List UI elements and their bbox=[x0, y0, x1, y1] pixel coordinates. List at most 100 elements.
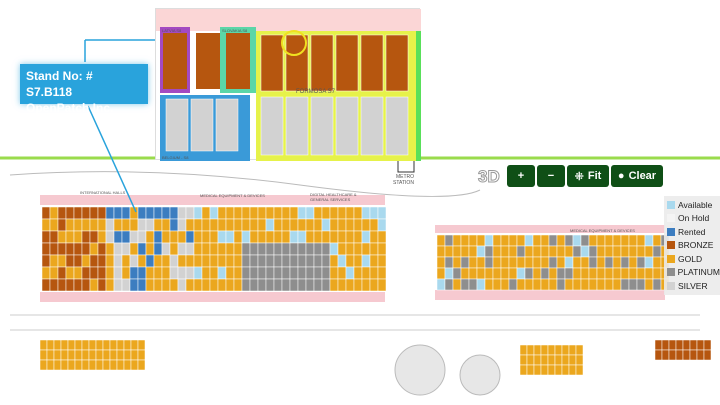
booth[interactable] bbox=[257, 242, 267, 256]
booth[interactable] bbox=[46, 349, 55, 361]
booth[interactable] bbox=[161, 254, 171, 268]
booth[interactable] bbox=[116, 349, 125, 361]
booth[interactable] bbox=[369, 242, 379, 256]
booth[interactable] bbox=[568, 364, 577, 376]
booth[interactable] bbox=[580, 278, 590, 291]
booth[interactable] bbox=[265, 218, 275, 232]
booth[interactable] bbox=[310, 96, 334, 156]
booth[interactable] bbox=[249, 206, 259, 220]
booth[interactable] bbox=[620, 245, 630, 258]
booth[interactable] bbox=[89, 218, 99, 232]
booth[interactable] bbox=[161, 266, 171, 280]
booth[interactable] bbox=[102, 339, 111, 351]
booth[interactable] bbox=[137, 242, 147, 256]
booth[interactable] bbox=[81, 230, 91, 244]
booth[interactable] bbox=[661, 339, 670, 351]
booth[interactable] bbox=[468, 256, 478, 269]
booth[interactable] bbox=[554, 354, 563, 366]
booth[interactable] bbox=[81, 242, 91, 256]
booth[interactable] bbox=[217, 278, 227, 292]
booth[interactable] bbox=[337, 242, 347, 256]
booth[interactable] bbox=[369, 254, 379, 268]
booth[interactable] bbox=[313, 254, 323, 268]
booth[interactable] bbox=[575, 344, 584, 356]
booth[interactable] bbox=[161, 218, 171, 232]
booth[interactable] bbox=[548, 278, 558, 291]
booth[interactable] bbox=[476, 278, 486, 291]
booth[interactable] bbox=[500, 256, 510, 269]
booth[interactable] bbox=[548, 267, 558, 280]
booth[interactable] bbox=[46, 339, 55, 351]
booth[interactable] bbox=[305, 230, 315, 244]
booth[interactable] bbox=[105, 206, 115, 220]
booth[interactable] bbox=[313, 278, 323, 292]
booth[interactable] bbox=[161, 242, 171, 256]
booth[interactable] bbox=[49, 254, 59, 268]
booth[interactable] bbox=[89, 230, 99, 244]
booth[interactable] bbox=[353, 242, 363, 256]
booth[interactable] bbox=[337, 254, 347, 268]
booth[interactable] bbox=[39, 339, 48, 351]
booth[interactable] bbox=[508, 267, 518, 280]
booth[interactable] bbox=[628, 234, 638, 247]
booth[interactable] bbox=[289, 254, 299, 268]
booth[interactable] bbox=[273, 278, 283, 292]
booth[interactable] bbox=[129, 278, 139, 292]
booth[interactable] bbox=[353, 206, 363, 220]
booth[interactable] bbox=[153, 230, 163, 244]
booth[interactable] bbox=[121, 230, 131, 244]
booth[interactable] bbox=[273, 266, 283, 280]
booth[interactable] bbox=[88, 349, 97, 361]
booth[interactable] bbox=[305, 242, 315, 256]
booth[interactable] bbox=[289, 278, 299, 292]
booth[interactable] bbox=[548, 245, 558, 258]
booth[interactable] bbox=[675, 349, 684, 361]
booth[interactable] bbox=[265, 254, 275, 268]
booth[interactable] bbox=[654, 339, 663, 351]
booth[interactable] bbox=[596, 234, 606, 247]
booth[interactable] bbox=[74, 359, 83, 371]
booth[interactable] bbox=[65, 266, 75, 280]
booth[interactable] bbox=[257, 218, 267, 232]
booth[interactable] bbox=[273, 218, 283, 232]
booth[interactable] bbox=[329, 218, 339, 232]
booth[interactable] bbox=[74, 349, 83, 361]
booth[interactable] bbox=[516, 256, 526, 269]
booth[interactable] bbox=[588, 234, 598, 247]
booth[interactable] bbox=[321, 218, 331, 232]
booth[interactable] bbox=[249, 266, 259, 280]
booth[interactable] bbox=[95, 339, 104, 351]
booth[interactable] bbox=[636, 234, 646, 247]
booth[interactable] bbox=[81, 339, 90, 351]
booth[interactable] bbox=[153, 266, 163, 280]
booth[interactable] bbox=[345, 266, 355, 280]
booth[interactable] bbox=[564, 267, 574, 280]
booth[interactable] bbox=[60, 349, 69, 361]
booth[interactable] bbox=[193, 266, 203, 280]
booth[interactable] bbox=[361, 206, 371, 220]
clear-button[interactable]: ●Clear bbox=[611, 165, 663, 187]
booth[interactable] bbox=[377, 242, 387, 256]
booth[interactable] bbox=[145, 242, 155, 256]
booth[interactable] bbox=[628, 267, 638, 280]
booth[interactable] bbox=[209, 206, 219, 220]
booth[interactable] bbox=[572, 256, 582, 269]
booth[interactable] bbox=[305, 218, 315, 232]
booth[interactable] bbox=[88, 339, 97, 351]
booth[interactable] bbox=[476, 234, 486, 247]
booth[interactable] bbox=[257, 230, 267, 244]
booth[interactable] bbox=[102, 359, 111, 371]
booth[interactable] bbox=[73, 278, 83, 292]
booth[interactable] bbox=[97, 242, 107, 256]
zoom-out-button[interactable]: − bbox=[537, 165, 565, 187]
booth[interactable] bbox=[436, 234, 446, 247]
booth[interactable] bbox=[612, 278, 622, 291]
booth[interactable] bbox=[57, 266, 67, 280]
booth[interactable] bbox=[241, 206, 251, 220]
booth[interactable] bbox=[652, 267, 662, 280]
booth[interactable] bbox=[67, 339, 76, 351]
booth[interactable] bbox=[41, 218, 51, 232]
booth[interactable] bbox=[329, 278, 339, 292]
booth[interactable] bbox=[41, 230, 51, 244]
booth[interactable] bbox=[519, 364, 528, 376]
